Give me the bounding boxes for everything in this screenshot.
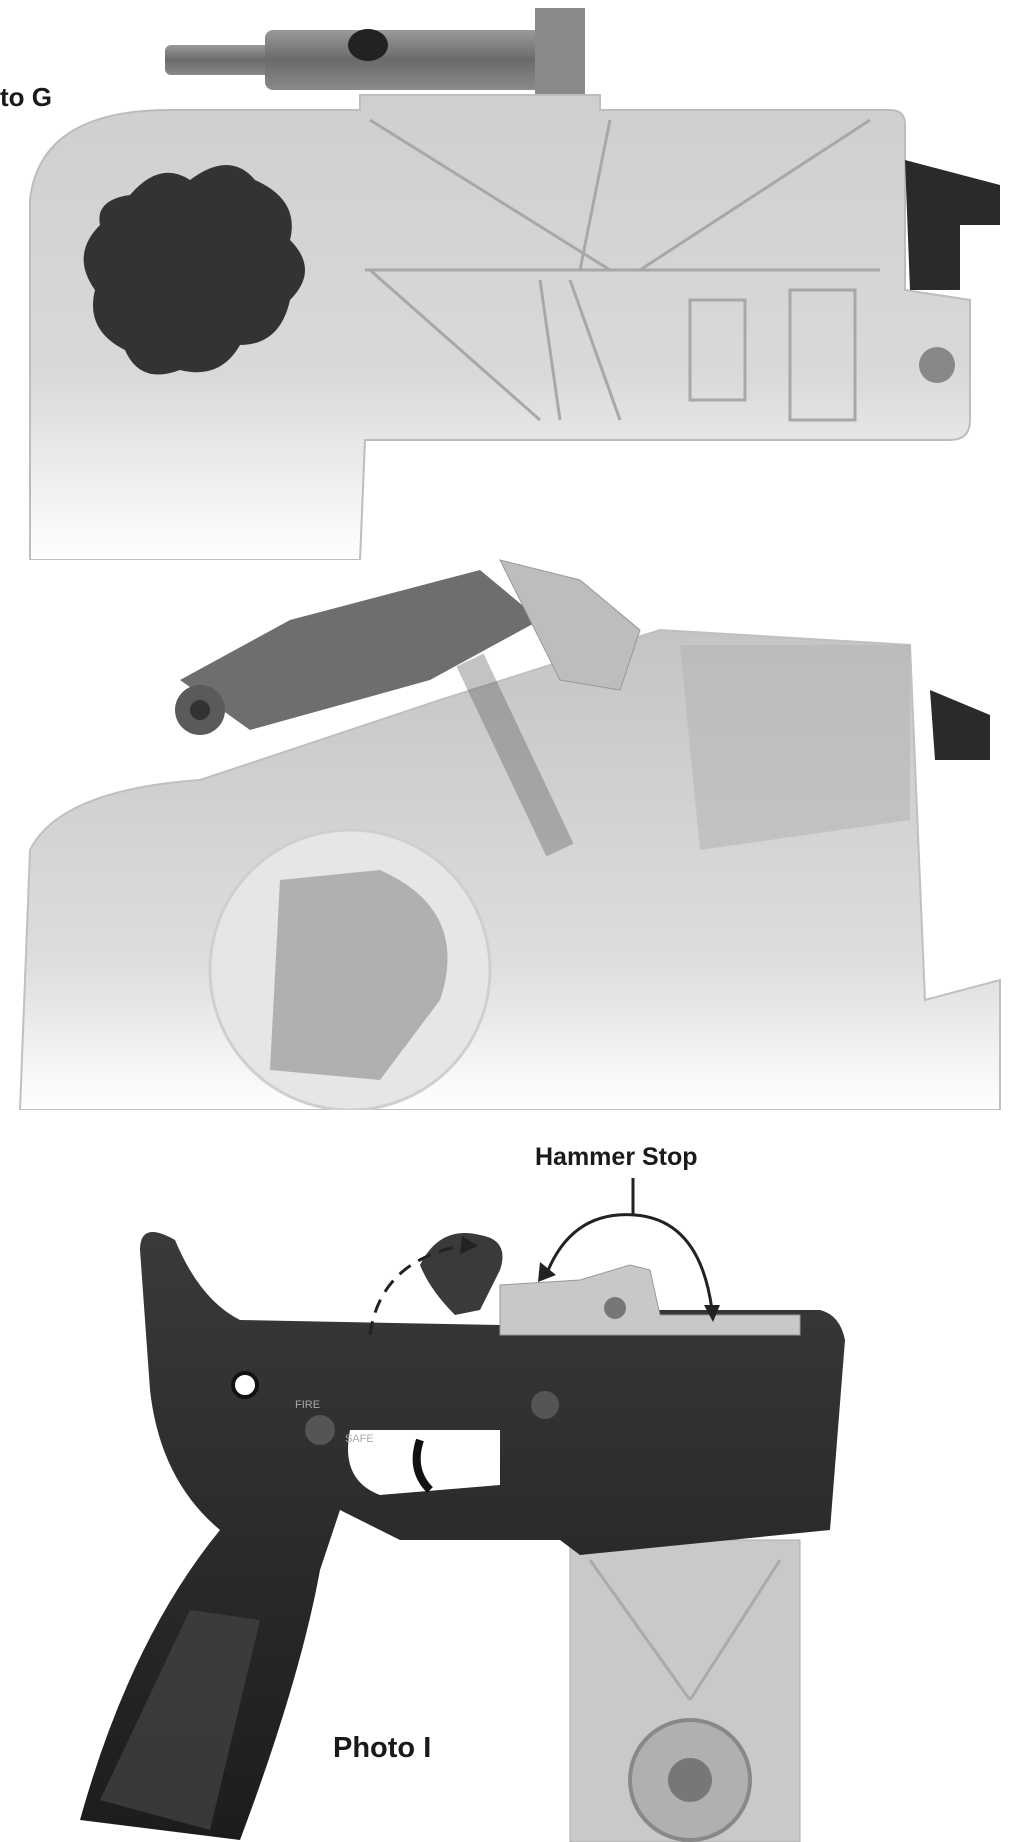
dashed-arrow [368, 1243, 466, 1336]
hammer-part [420, 1233, 503, 1315]
reference-label-to-g: to G [0, 82, 52, 112]
figure-tool-side-view [29, 8, 1000, 560]
hammer-stop-part [499, 1264, 801, 1336]
photo-caption: Photo I [333, 1732, 432, 1764]
dashed-arrow-head-icon [460, 1236, 478, 1254]
svg-text:SAFE: SAFE [345, 1433, 374, 1445]
receiver-body: FIRE SAFE [80, 1232, 845, 1840]
hammer-stop-label: Hammer Stop [535, 1143, 698, 1171]
bolt-part-perspective [175, 559, 641, 735]
catch-tab [905, 160, 1000, 290]
star-knob [83, 165, 306, 375]
bolt-part [165, 8, 585, 113]
curved-arrow-right-head-icon [704, 1305, 720, 1322]
tool-under-receiver [569, 1539, 801, 1842]
tool-body-perspective [18, 628, 1001, 1110]
figure-tool-perspective-view [18, 559, 1001, 1110]
curved-arrow [543, 1213, 714, 1311]
photo-lower-receiver: FIRE SAFE [80, 1178, 845, 1842]
curved-arrow-left-head-icon [538, 1262, 556, 1282]
svg-text:FIRE: FIRE [295, 1399, 320, 1411]
catch-tab-perspective [930, 690, 990, 760]
